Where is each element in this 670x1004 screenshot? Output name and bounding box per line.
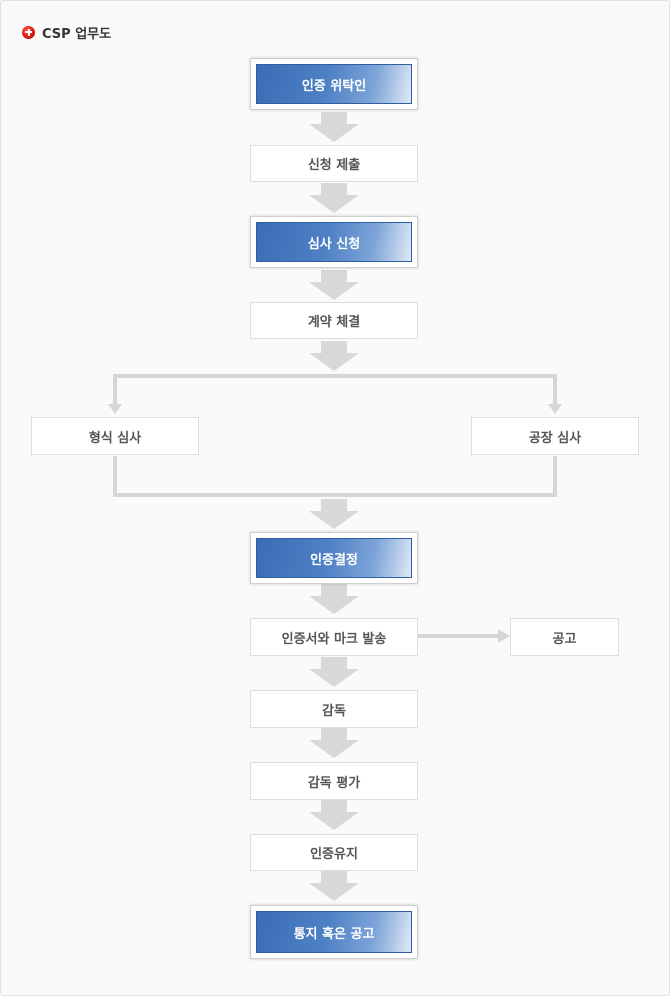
arrow-decision-to-issue <box>309 584 359 614</box>
node-delegate: 인증 위탁인 <box>250 58 418 110</box>
arrow-merge-to-decision <box>309 499 359 529</box>
node-notify-label: 통지 혹은 공고 <box>256 911 412 953</box>
page-title: CSP 업무도 <box>42 26 112 42</box>
node-submit: 신청 제출 <box>250 145 418 182</box>
arrow-eval-to-maintain <box>309 800 359 830</box>
arrow-supervise-to-eval <box>309 728 359 758</box>
node-decision: 인증결정 <box>250 532 418 584</box>
node-apply-label: 심사 신청 <box>256 222 412 262</box>
branch-arrowhead-left <box>108 404 122 414</box>
arrow-delegate-to-submit <box>309 112 359 142</box>
header: CSP 업무도 <box>22 23 112 42</box>
merge-line <box>113 456 557 497</box>
arrow-issue-to-supervise <box>309 657 359 687</box>
node-notify: 통지 혹은 공고 <box>250 905 418 959</box>
arrow-maintain-to-notify <box>309 871 359 901</box>
branch-arrowhead-right <box>548 404 562 414</box>
node-apply: 심사 신청 <box>250 216 418 268</box>
node-issue: 인증서와 마크 발송 <box>250 618 418 656</box>
node-contract: 계약 체결 <box>250 302 418 339</box>
arrow-submit-to-apply <box>309 183 359 213</box>
node-announce: 공고 <box>510 618 619 656</box>
node-supervise: 감독 <box>250 690 418 728</box>
red-plus-circle-icon <box>22 25 35 39</box>
node-type-review: 형식 심사 <box>31 417 199 455</box>
arrow-apply-to-contract <box>309 270 359 300</box>
arrow-contract-to-branch <box>309 341 359 371</box>
branch-line <box>113 374 557 406</box>
node-delegate-label: 인증 위탁인 <box>256 64 412 104</box>
announce-arrowhead <box>498 629 510 643</box>
node-maintain: 인증유지 <box>250 834 418 871</box>
node-factory-review: 공장 심사 <box>471 417 639 455</box>
node-supervise-eval: 감독 평가 <box>250 762 418 800</box>
node-decision-label: 인증결정 <box>256 538 412 578</box>
